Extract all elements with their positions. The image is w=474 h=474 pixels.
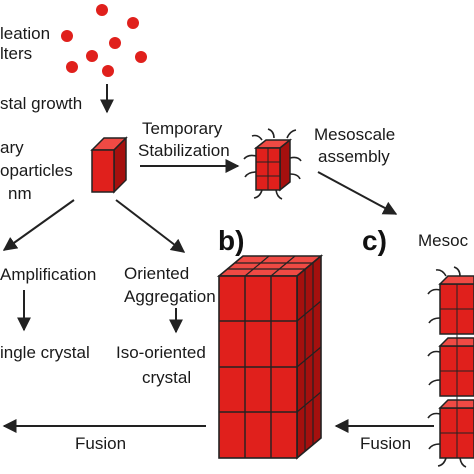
stabilized-particle	[243, 128, 302, 200]
ligand	[243, 154, 257, 160]
amplification-arrow	[2, 199, 75, 251]
amplification-label: Amplification	[0, 265, 96, 284]
mesoscale-label-line1: Mesoscale	[314, 125, 395, 144]
ligand	[267, 128, 275, 139]
temporary-label-line1: Temporary	[142, 119, 223, 138]
ligand	[459, 457, 467, 468]
ligand	[437, 457, 447, 467]
ligand	[428, 317, 441, 324]
ligand	[453, 266, 461, 277]
mesoscale-arrow	[317, 171, 398, 215]
mesocrystal-label-partial: Mesoc	[418, 231, 469, 250]
primary-label-line1: ary	[0, 138, 24, 157]
nucleus-dot	[86, 50, 98, 62]
nucleation-label-line1: leation	[0, 24, 50, 43]
primary-nanoparticle-cube	[90, 136, 128, 194]
mesoscale-label-line2: assembly	[318, 147, 390, 166]
aggregation-arrow	[115, 199, 186, 253]
iso-crystal-label-line1: Iso-oriented	[116, 343, 206, 362]
ligand	[289, 156, 302, 162]
block-grid-line	[296, 300, 322, 322]
nucleus-dot	[102, 65, 114, 77]
mesocrystal-assembly	[427, 266, 474, 468]
ligand	[427, 288, 441, 295]
single-crystal-label: ingle crystal	[0, 343, 90, 362]
mesocrystal-top	[438, 275, 474, 285]
panel-b-label: b)	[218, 225, 244, 256]
ligand	[286, 129, 297, 139]
nucleus-dot	[109, 37, 121, 49]
nucleus-dot	[61, 30, 73, 42]
fusion-label-right: Fusion	[360, 434, 411, 453]
block-grid-line	[244, 255, 270, 277]
block-grid-line	[270, 255, 296, 277]
nucleation-clusters	[61, 4, 147, 77]
ligand	[435, 269, 447, 277]
panel-c-label: c)	[362, 225, 387, 256]
ligand	[275, 189, 283, 200]
ligand	[251, 134, 263, 141]
stabilized-side-face	[279, 138, 291, 192]
ligand	[244, 171, 257, 178]
block-grid-line	[296, 346, 322, 368]
crystal-growth-label: stal growth	[0, 94, 82, 113]
oriented-label-line1: Oriented	[124, 264, 189, 283]
block-grid-line	[296, 391, 322, 413]
ligand	[427, 350, 441, 357]
nucleus-dot	[127, 17, 139, 29]
primary-label-line3: nm	[8, 184, 32, 203]
nucleus-dot	[135, 51, 147, 63]
ligand	[428, 379, 441, 386]
nucleus-dot	[96, 4, 108, 16]
iso-oriented-block	[216, 254, 324, 460]
ligand	[427, 412, 441, 419]
ligand	[289, 173, 301, 180]
ligand	[428, 443, 441, 450]
iso-crystal-label-line2: crystal	[142, 368, 191, 387]
nucleation-label-line2: lters	[0, 44, 32, 63]
primary-label-line2: oparticles	[0, 161, 73, 180]
temporary-label-line2: Stabilization	[138, 141, 230, 160]
cube-front-face	[91, 149, 115, 193]
oriented-label-line2: Aggregation	[124, 287, 216, 306]
fusion-label-left: Fusion	[75, 434, 126, 453]
nucleus-dot	[66, 61, 78, 73]
ligand	[253, 189, 263, 199]
